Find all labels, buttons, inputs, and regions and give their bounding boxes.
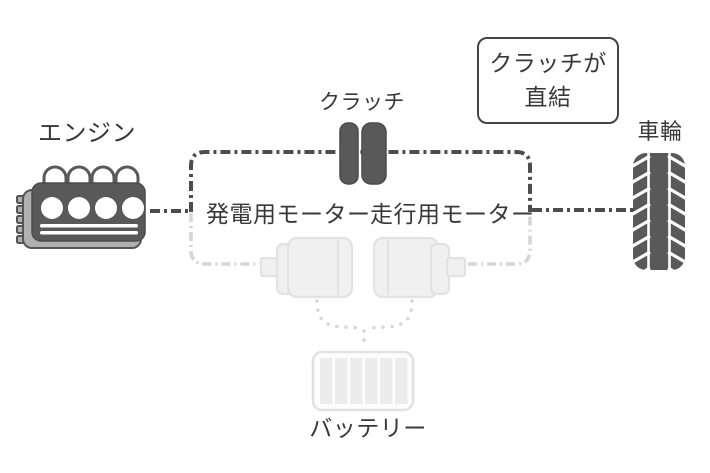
callout-line-1: クラッチが [489, 50, 607, 77]
drive-motor-icon [372, 236, 467, 299]
clutch-engaged-callout: クラッチが 直結 [477, 37, 619, 124]
wheel-icon [633, 153, 685, 270]
clutch-label: クラッチ [319, 91, 405, 114]
engine-label: エンジン [38, 120, 136, 147]
battery-icon [311, 350, 415, 412]
clutch-icon [339, 122, 387, 185]
drive-motor-label: 走行用モーター [370, 201, 535, 227]
engine-icon [16, 165, 146, 249]
callout-line-2: 直結 [524, 83, 572, 110]
battery-link-dotted-lines [315, 299, 414, 351]
wheel-label: 車輪 [637, 119, 683, 144]
active-power-path [150, 150, 633, 213]
inactive-loop-path [189, 213, 532, 266]
generator-motor-icon [259, 236, 354, 299]
generator-motor-label: 発電用モーター [206, 201, 371, 227]
battery-label: バッテリー [309, 415, 427, 441]
